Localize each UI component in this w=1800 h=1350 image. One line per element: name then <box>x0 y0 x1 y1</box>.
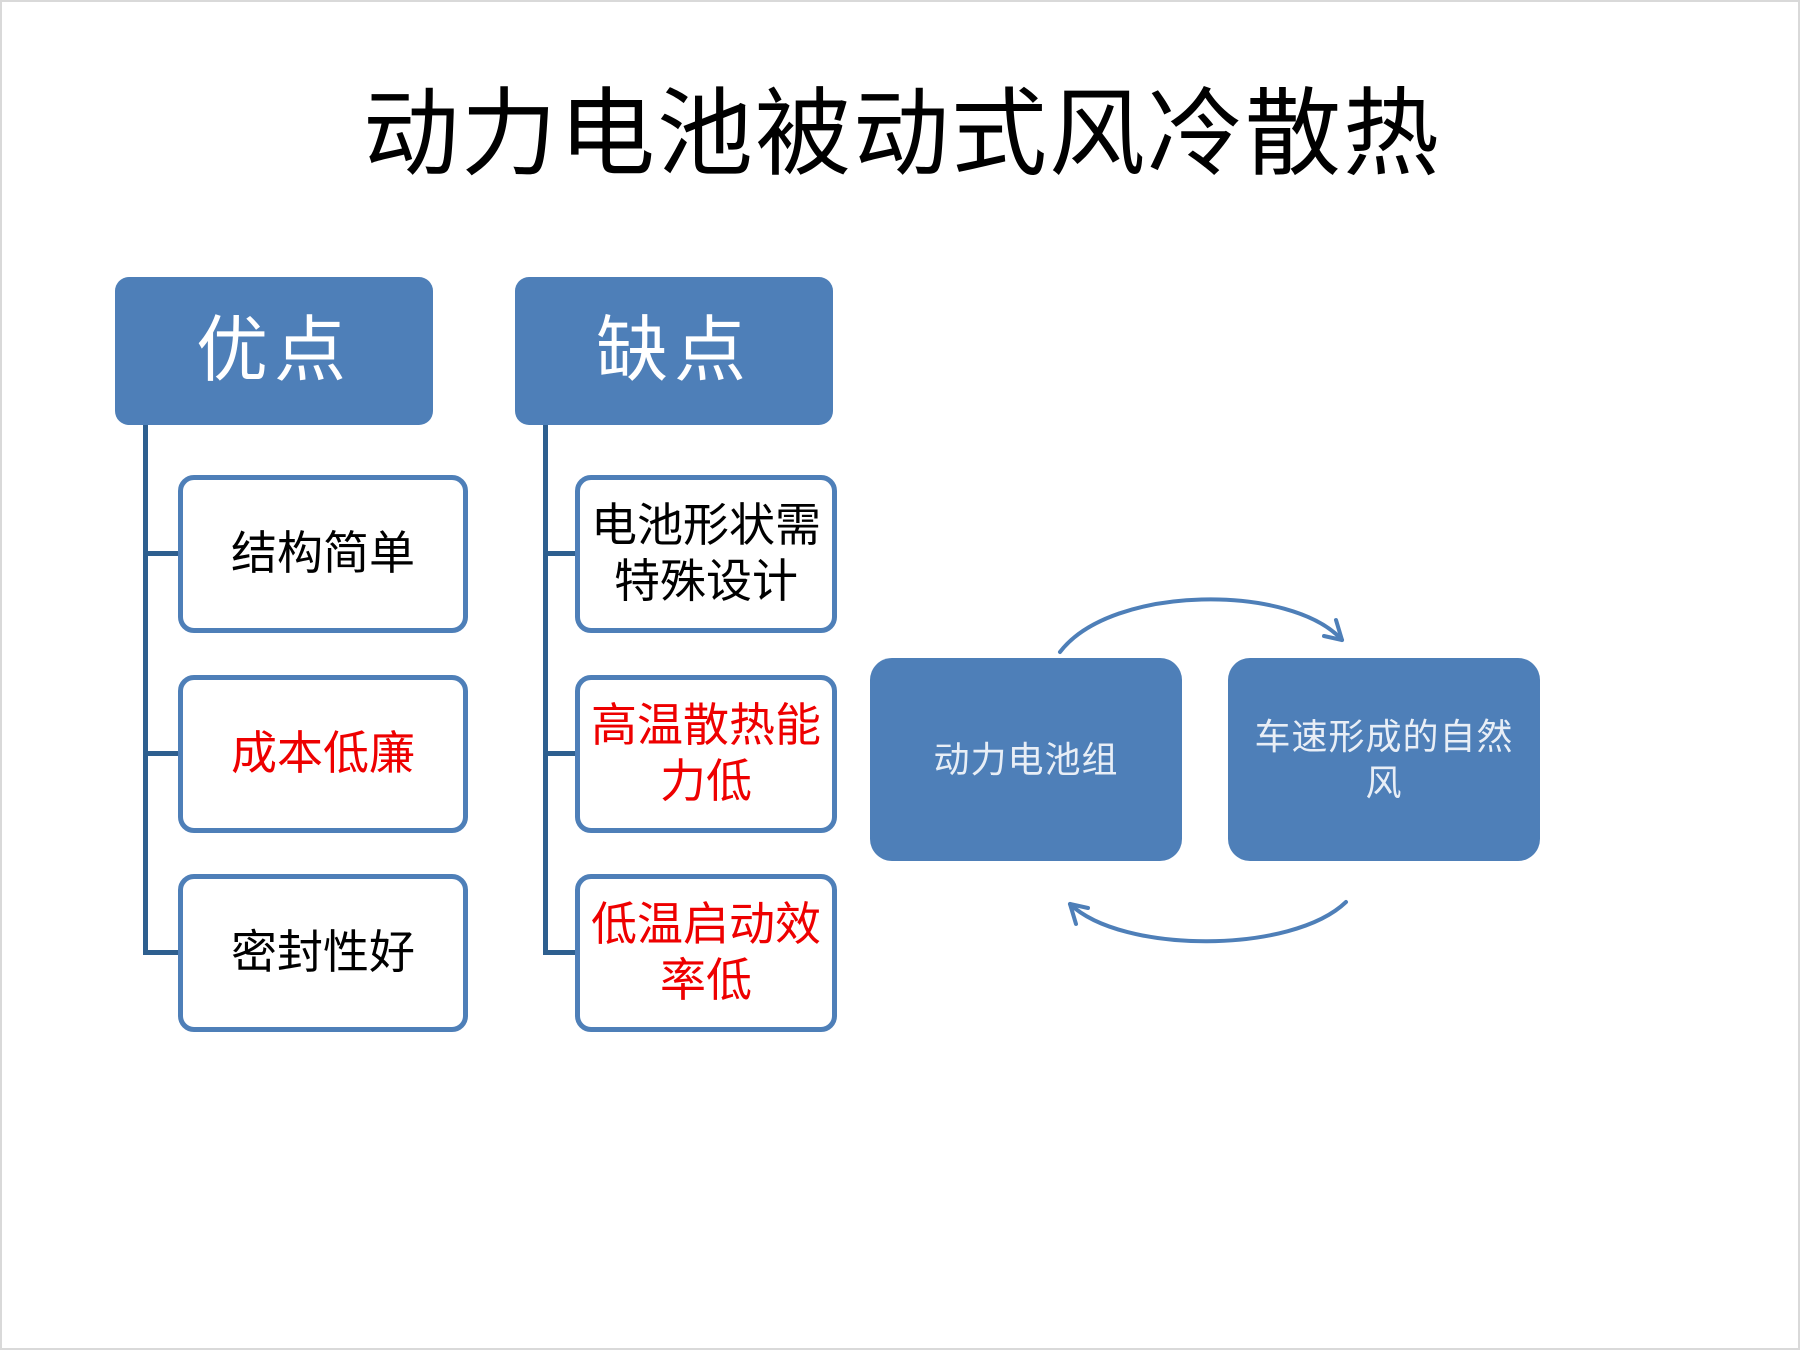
connector-branch-disadvantages-1 <box>543 551 578 556</box>
cycle-node-battery-pack[interactable]: 动力电池组 <box>870 658 1182 861</box>
connector-branch-advantages-1 <box>143 551 181 556</box>
disadvantage-item-3[interactable]: 低温启动效率低 <box>575 874 837 1032</box>
advantage-item-1[interactable]: 结构简单 <box>178 475 468 633</box>
cycle-arrow-top-icon <box>1058 597 1344 654</box>
cycle-node-natural-wind[interactable]: 车速形成的自然风 <box>1228 658 1540 861</box>
connector-trunk-disadvantages <box>543 425 548 955</box>
column-header-disadvantages[interactable]: 缺点 <box>515 277 833 425</box>
advantage-item-2[interactable]: 成本低廉 <box>178 675 468 833</box>
advantage-item-1-label: 结构简单 <box>231 528 415 579</box>
advantage-item-3-label: 密封性好 <box>231 927 415 978</box>
disadvantage-item-1[interactable]: 电池形状需特殊设计 <box>575 475 837 633</box>
cycle-node-natural-wind-label: 车速形成的自然风 <box>1254 716 1514 803</box>
connector-branch-advantages-3 <box>143 950 181 955</box>
connector-branch-disadvantages-3 <box>543 950 578 955</box>
disadvantage-item-3-label: 低温启动效率低 <box>591 899 821 1006</box>
column-header-disadvantages-label: 缺点 <box>595 311 752 391</box>
connector-trunk-advantages <box>143 425 148 955</box>
connector-branch-disadvantages-2 <box>543 751 578 756</box>
column-header-advantages-label: 优点 <box>195 311 352 391</box>
cycle-node-battery-pack-label: 动力电池组 <box>933 739 1119 780</box>
disadvantage-item-2[interactable]: 高温散热能力低 <box>575 675 837 833</box>
advantage-item-3[interactable]: 密封性好 <box>178 874 468 1032</box>
cycle-arrow-bottom-icon <box>1068 900 1348 944</box>
advantage-item-2-label: 成本低廉 <box>231 728 415 779</box>
column-header-advantages[interactable]: 优点 <box>115 277 433 425</box>
disadvantage-item-1-label: 电池形状需特殊设计 <box>591 500 821 607</box>
disadvantage-item-2-label: 高温散热能力低 <box>591 700 821 807</box>
connector-branch-advantages-2 <box>143 751 181 756</box>
page-title: 动力电池被动式风冷散热 <box>363 81 1441 188</box>
